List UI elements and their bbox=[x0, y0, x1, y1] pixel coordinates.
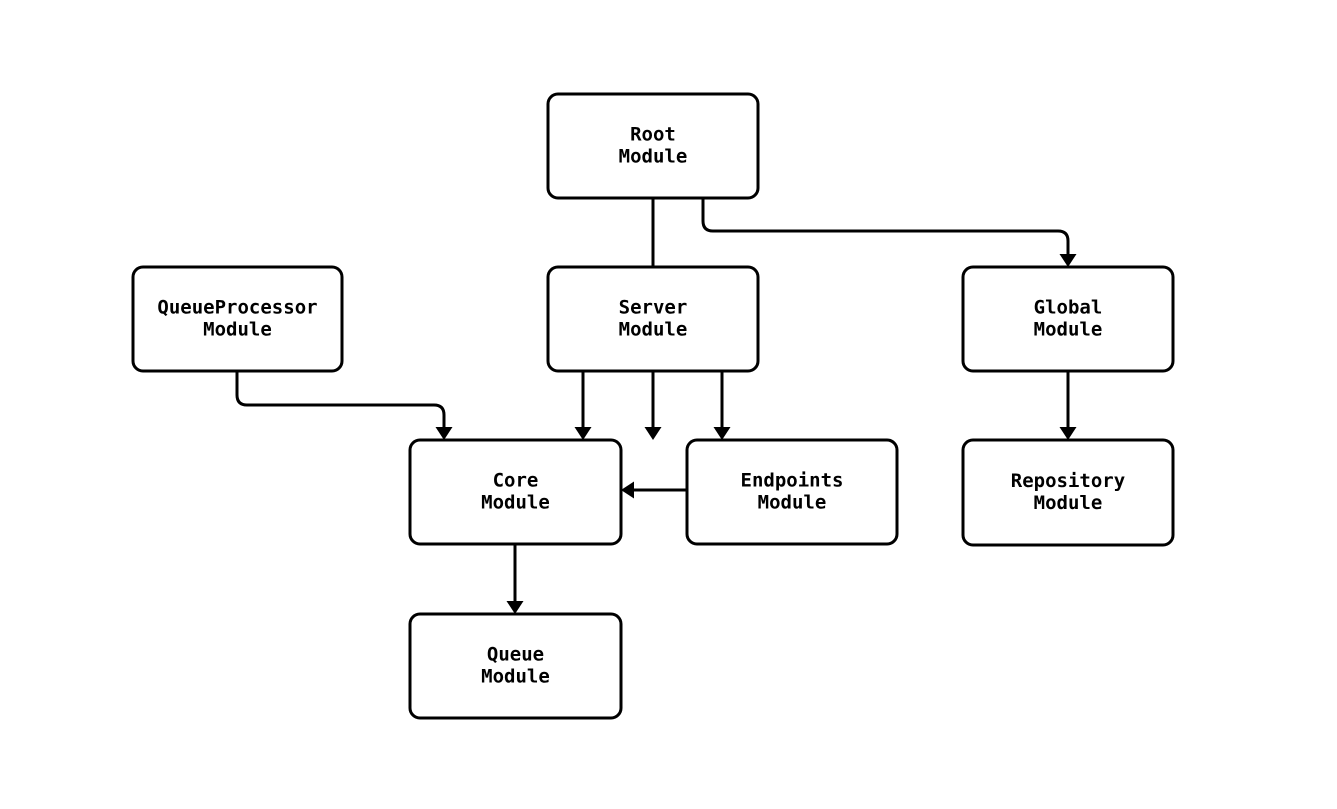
node-box[interactable] bbox=[961, 438, 1175, 547]
nodes-layer: RootModuleQueueProcessorModuleServerModu… bbox=[131, 92, 1175, 720]
edges-layer bbox=[235, 198, 1077, 614]
arrowhead-icon bbox=[574, 427, 592, 440]
node-label-line1: Core bbox=[493, 470, 539, 492]
node-label-line2: Module bbox=[203, 319, 272, 341]
node-label-line1: Server bbox=[619, 297, 688, 319]
node-box[interactable] bbox=[961, 265, 1175, 373]
node-label-line1: QueueProcessor bbox=[157, 297, 317, 319]
edge-line bbox=[701, 198, 1070, 255]
arrowhead-icon bbox=[506, 601, 524, 614]
node-label-line1: Root bbox=[630, 124, 676, 146]
node-label-line2: Module bbox=[1034, 319, 1103, 341]
arrowhead-icon bbox=[435, 427, 453, 440]
edge-server-to-core bbox=[574, 371, 592, 440]
arrowhead-icon bbox=[1059, 427, 1077, 440]
arrowhead-icon bbox=[713, 427, 731, 440]
node-label-line2: Module bbox=[619, 146, 688, 168]
node-box[interactable] bbox=[131, 265, 344, 373]
node-box[interactable] bbox=[408, 438, 623, 546]
node-label-line1: Queue bbox=[487, 644, 544, 666]
node-label-line1: Global bbox=[1034, 297, 1103, 319]
edge-server-to-endpoints bbox=[713, 371, 731, 440]
edge-core-to-queue bbox=[506, 544, 524, 614]
edge-queueprocessor-to-core bbox=[235, 371, 453, 440]
node-label-line2: Module bbox=[481, 492, 550, 514]
node-label-line2: Module bbox=[481, 666, 550, 688]
node-label-line2: Module bbox=[1034, 492, 1103, 514]
arrowhead-icon bbox=[644, 427, 662, 440]
node-label-line1: Repository bbox=[1011, 470, 1125, 492]
node-box[interactable] bbox=[546, 92, 760, 200]
edge-root-to-global bbox=[701, 198, 1077, 267]
node-box[interactable] bbox=[546, 265, 760, 373]
edge-endpoints-to-core bbox=[621, 481, 687, 499]
arrowhead-icon bbox=[1059, 254, 1077, 267]
edge-global-to-repository bbox=[1059, 371, 1077, 440]
node-box[interactable] bbox=[685, 438, 899, 546]
node-box[interactable] bbox=[408, 612, 623, 720]
node-label-line2: Module bbox=[619, 319, 688, 341]
node-label-line1: Endpoints bbox=[741, 470, 844, 492]
arrowhead-icon bbox=[621, 481, 634, 499]
node-label-line2: Module bbox=[758, 492, 827, 514]
edge-line bbox=[235, 371, 446, 428]
